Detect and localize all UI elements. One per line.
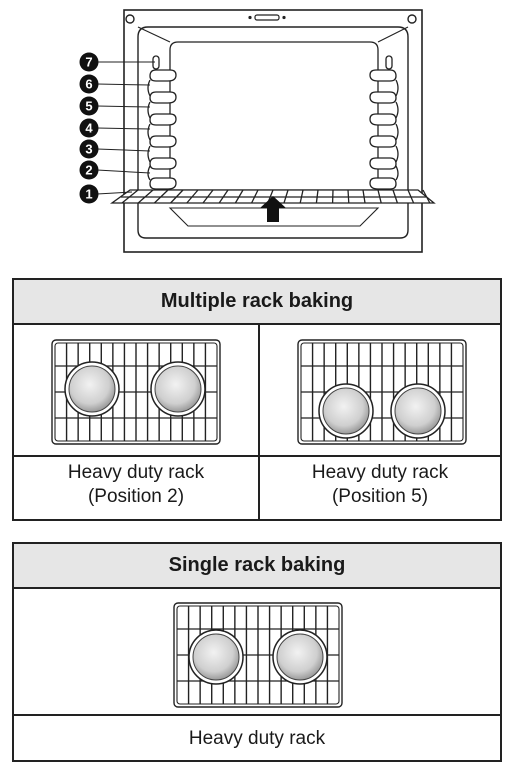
rack-position-label: 5 [85, 99, 92, 114]
right-guide-top-slot [385, 55, 393, 70]
rack-position-label: 7 [85, 55, 92, 70]
rack-position-marker [79, 184, 99, 204]
right-caption-line2: (Position 5) [331, 486, 429, 507]
left-caption: Heavy duty rack (Position 2) [14, 461, 258, 509]
multiple-rack-right-cell: Heavy duty rack (Position 5) [260, 325, 500, 519]
rack-position-leader-line [96, 127, 151, 130]
rack-position-label: 2 [85, 163, 92, 178]
right-caption-line1: Heavy duty rack [311, 462, 449, 483]
right-guide-3 [369, 135, 397, 148]
rack-position-marker [79, 139, 99, 159]
right-caption: Heavy duty rack (Position 5) [260, 461, 500, 509]
left-guide-6 [149, 69, 177, 82]
rack-position-leader-line [96, 105, 151, 108]
single-caption: Heavy duty rack [188, 728, 326, 749]
oven-cavity-diagram: 7 6 5 4 3 2 1 [79, 9, 436, 253]
rack-position-label: 1 [85, 187, 92, 202]
rack-direction-arrow [260, 196, 286, 222]
rack-position-leader-line [96, 83, 151, 86]
oven-back-wall [169, 41, 379, 191]
multiple-rack-left-cell: Heavy duty rack (Position 2) [14, 325, 258, 519]
multiple-rack-panel: Multiple rack baking Heavy duty rack (Po… [12, 278, 502, 521]
right-guide-2 [369, 157, 397, 170]
multiple-rack-title: Multiple rack baking [14, 280, 500, 325]
left-guide-2 [149, 157, 177, 170]
baking-pan [68, 365, 116, 413]
multiple-rack-vertical-divider [258, 323, 260, 519]
left-guide-3 [149, 135, 177, 148]
rack-position-leader-line [96, 148, 151, 152]
rack-position-marker [79, 52, 99, 72]
right-guide-4 [369, 113, 397, 126]
rack-position-marker [79, 96, 99, 116]
oven-vent-dot-left [248, 15, 252, 20]
baking-pan [192, 633, 240, 681]
left-guide-1 [149, 177, 177, 190]
right-guide-5 [369, 91, 397, 104]
rack-grid-single [173, 602, 343, 708]
baking-pan [276, 633, 324, 681]
rack-position-marker [79, 118, 99, 138]
right-guide-6 [369, 69, 397, 82]
rack-grid-left [51, 339, 221, 445]
left-rack-guides [147, 55, 177, 190]
right-guide-connector [395, 79, 399, 181]
left-guide-5 [149, 91, 177, 104]
right-guide-1 [369, 177, 397, 190]
single-rack-title: Single rack baking [14, 544, 500, 589]
multiple-rack-horizontal-divider [14, 455, 500, 457]
single-rack-horizontal-divider [14, 714, 500, 716]
oven-vent-dot-right [282, 15, 286, 20]
baking-pan [154, 365, 202, 413]
rack-position-marker [79, 74, 99, 94]
baking-pan [322, 387, 370, 435]
rack-position-leader-line [96, 169, 151, 174]
rack-position-label: 3 [85, 142, 92, 157]
left-guide-connector [147, 79, 151, 181]
oven-edge-line [377, 26, 409, 43]
rack-grid-right [297, 339, 467, 445]
left-caption-line1: Heavy duty rack [67, 462, 205, 483]
oven-screw-right [407, 14, 417, 24]
rack-position-label: 4 [85, 121, 93, 136]
oven-rack-bar [422, 189, 431, 204]
right-rack-guides [369, 55, 399, 190]
rack-position-marker [79, 160, 99, 180]
rack-position-label: 6 [85, 77, 92, 92]
single-rack-panel: Single rack baking Heavy duty rack [12, 542, 502, 762]
left-caption-line2: (Position 2) [87, 486, 185, 507]
baking-pan [394, 387, 442, 435]
left-guide-4 [149, 113, 177, 126]
oven-edge-line [137, 26, 171, 43]
rack-position-leader-line [96, 191, 133, 195]
rack-position-markers: 7 6 5 4 3 2 1 [79, 52, 155, 204]
oven-vent [254, 14, 280, 21]
oven-screw-left [125, 14, 135, 24]
